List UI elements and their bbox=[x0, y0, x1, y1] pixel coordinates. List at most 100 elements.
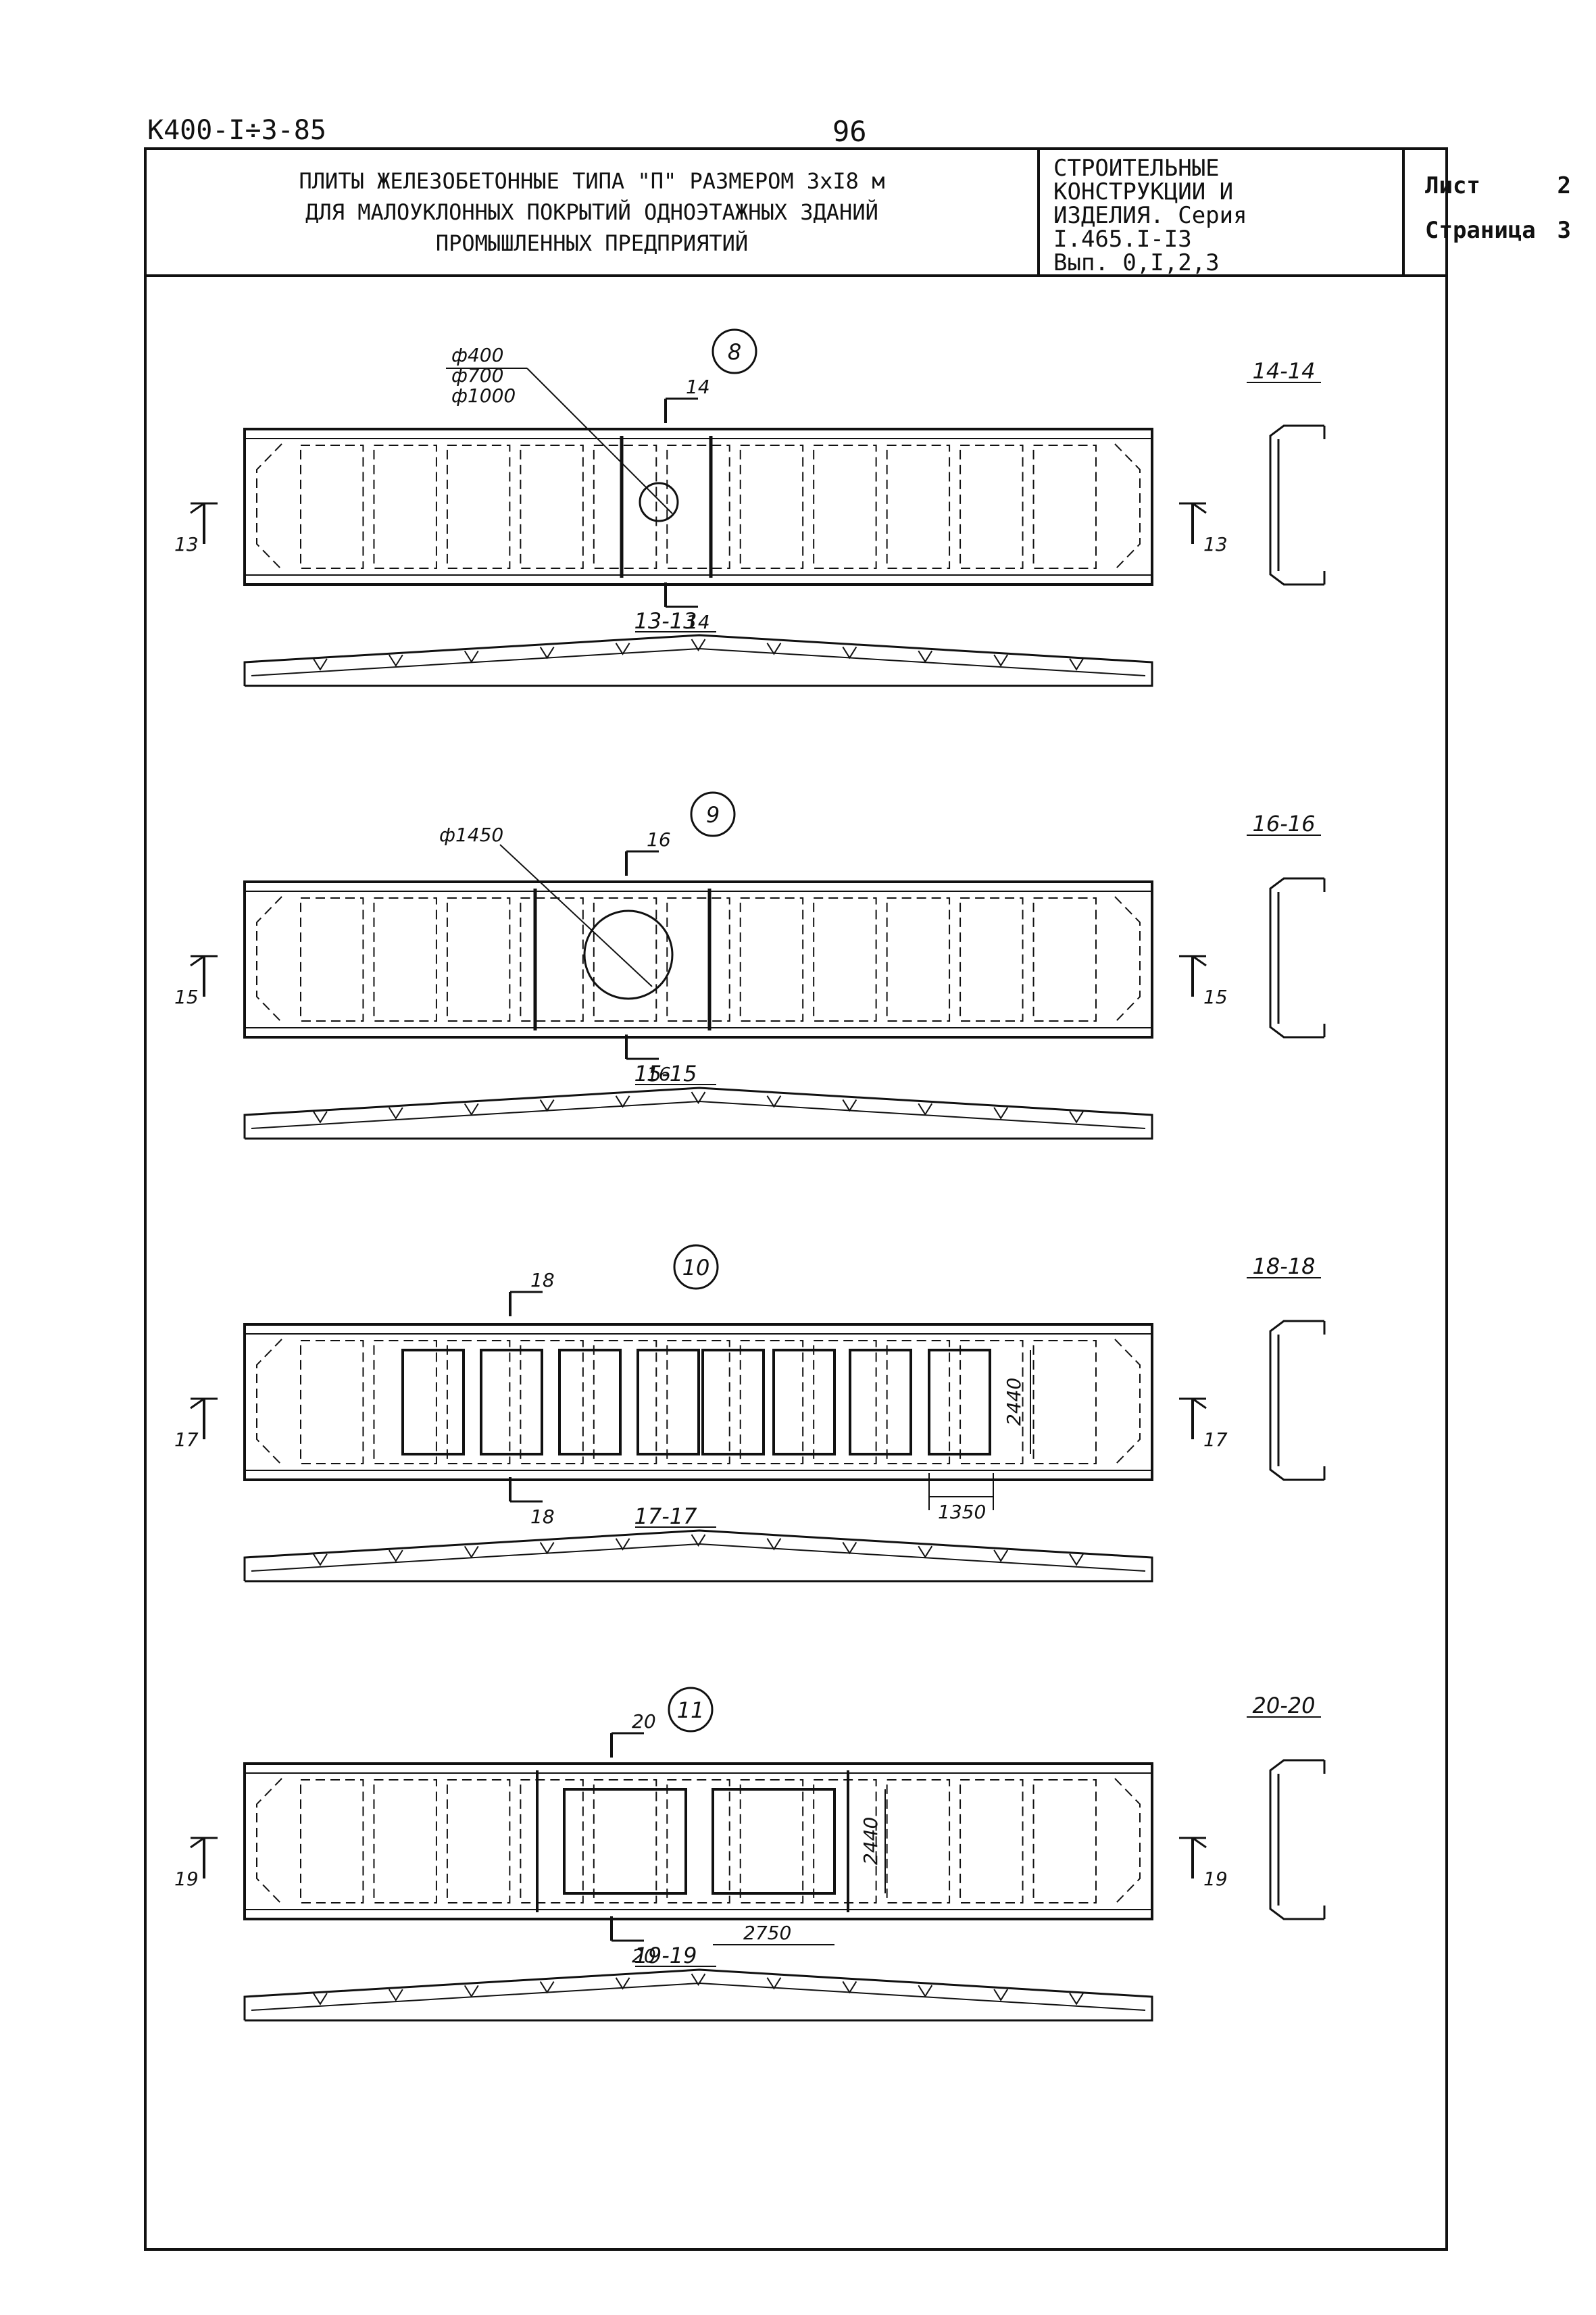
plan-cell bbox=[300, 897, 364, 1022]
long-section-outline bbox=[243, 634, 1153, 687]
side-mark-label: 19 bbox=[174, 1868, 199, 1890]
panel-number: 11 bbox=[677, 1697, 705, 1723]
plan-cell bbox=[446, 1779, 511, 1903]
opening-rect bbox=[401, 1349, 465, 1455]
panel-number: 10 bbox=[682, 1255, 710, 1280]
dimension-label: 2440 bbox=[1003, 1378, 1025, 1426]
plan-cell bbox=[666, 1340, 730, 1464]
sheet-cell: Лист 2 Страница 3 bbox=[1402, 150, 1580, 274]
long-section-title: 13-13 bbox=[634, 608, 697, 634]
panel-number-circle: 11 bbox=[668, 1687, 714, 1733]
side-section-mark: 17 bbox=[1179, 1397, 1228, 1451]
section-mark-label: 16 bbox=[647, 828, 671, 851]
plan-outline bbox=[243, 1762, 1153, 1920]
section-rib-notch bbox=[1069, 1993, 1084, 2006]
section-rib-notch bbox=[842, 646, 857, 659]
plan-cell bbox=[446, 445, 511, 569]
section-mark: 16 bbox=[625, 828, 671, 876]
series-line: I.465.I-I3 bbox=[1053, 226, 1192, 253]
plan-cell bbox=[593, 1340, 657, 1464]
section-mark: 20 bbox=[610, 1710, 656, 1758]
section-rib-notch bbox=[993, 654, 1009, 667]
side-mark-label: 13 bbox=[174, 533, 199, 555]
section-rib-notch bbox=[539, 1099, 555, 1112]
long-section-inner bbox=[251, 1100, 1146, 1129]
plan-cell bbox=[593, 445, 657, 569]
long-section-outline bbox=[243, 1529, 1153, 1583]
long-section-inner bbox=[251, 1982, 1146, 2011]
section-rib-notch bbox=[615, 1977, 630, 1990]
section-mark: 18 bbox=[509, 1269, 555, 1316]
section-mark: 14 bbox=[664, 376, 710, 423]
plan-cell bbox=[813, 1340, 877, 1464]
plan-outline bbox=[243, 880, 1153, 1039]
title-line: ПЛИТЫ ЖЕЛЕЗОБЕТОННЫЕ ТИПА "П" РАЗМЕРОМ 3… bbox=[299, 168, 885, 194]
title-line: ПРОМЫШЛЕННЫХ ПРЕДПРИЯТИЙ bbox=[435, 230, 749, 256]
dimension-label: 2440 bbox=[859, 1817, 882, 1865]
end-rib-right bbox=[1114, 1339, 1141, 1466]
plan-cell bbox=[593, 897, 657, 1022]
series-line: КОНСТРУКЦИИ И bbox=[1053, 178, 1234, 205]
section-mark-label: 20 bbox=[632, 1710, 656, 1733]
end-rib-left bbox=[256, 1778, 282, 1905]
section-rib-notch bbox=[1069, 658, 1084, 671]
opening-rect bbox=[928, 1349, 991, 1455]
section-mark-label: 16 bbox=[647, 1063, 671, 1085]
document-code: К400-I÷3-85 bbox=[147, 115, 326, 146]
plan-cell bbox=[300, 1340, 364, 1464]
section-rib-notch bbox=[313, 1553, 328, 1566]
panel-number-circle: 8 bbox=[712, 328, 757, 374]
side-mark-label: 17 bbox=[174, 1428, 199, 1451]
side-mark-label: 13 bbox=[1203, 533, 1228, 555]
plan-cell bbox=[813, 445, 877, 569]
page-row: Страница 3 bbox=[1425, 208, 1571, 253]
section-rib-notch bbox=[388, 1107, 403, 1120]
sheet-row: Лист 2 bbox=[1425, 164, 1571, 208]
opening-rect bbox=[637, 1349, 700, 1455]
panel-number: 8 bbox=[728, 339, 741, 365]
panel-number-ring bbox=[668, 1687, 714, 1733]
panel-number-ring bbox=[712, 328, 757, 374]
section-rib-notch bbox=[539, 1981, 555, 1994]
panel-number-ring bbox=[673, 1244, 719, 1290]
section-mark-label: 20 bbox=[632, 1945, 656, 1967]
side-mark-arrow bbox=[190, 1397, 205, 1410]
section-mark: 20 bbox=[610, 1916, 656, 1967]
plan-cell bbox=[886, 1340, 951, 1464]
side-mark-arrow bbox=[190, 1837, 205, 1849]
plan-cell bbox=[739, 897, 804, 1022]
section-rib-notch bbox=[464, 1103, 479, 1116]
section-rib-notch bbox=[691, 1091, 706, 1104]
page-number: 96 bbox=[832, 115, 867, 148]
section-rib-notch bbox=[842, 1981, 857, 1994]
section-rib-notch bbox=[388, 1989, 403, 2001]
dimension-label: ф400 bbox=[451, 344, 503, 366]
dimension-label: ф700 bbox=[451, 364, 503, 387]
document-title: ПЛИТЫ ЖЕЛЕЗОБЕТОННЫЕ ТИПА "П" РАЗМЕРОМ 3… bbox=[147, 150, 1037, 274]
plan-cell bbox=[1032, 445, 1097, 569]
side-mark-label: 15 bbox=[1203, 986, 1228, 1008]
plan-cell bbox=[959, 897, 1024, 1022]
plan-outline bbox=[243, 428, 1153, 586]
opening-rect bbox=[563, 1788, 687, 1895]
cross-section-title: 18-18 bbox=[1253, 1253, 1316, 1279]
dimension-label: ф1000 bbox=[451, 384, 516, 407]
side-mark-label: 19 bbox=[1203, 1868, 1228, 1890]
section-mark-label: 18 bbox=[530, 1505, 555, 1528]
section-rib-notch bbox=[842, 1099, 857, 1112]
plan-cell bbox=[886, 897, 951, 1022]
plan-cell bbox=[300, 1779, 364, 1903]
plan-cell bbox=[446, 1340, 511, 1464]
dimension-leader bbox=[526, 368, 673, 514]
side-section-mark: 15 bbox=[174, 955, 218, 1008]
plan-cell bbox=[813, 1779, 877, 1903]
section-mark: 14 bbox=[664, 582, 710, 633]
series-line: СТРОИТЕЛЬНЫЕ bbox=[1053, 155, 1220, 182]
panel-number-circle: 9 bbox=[690, 791, 736, 837]
opening-rect bbox=[701, 1349, 765, 1455]
section-rib-notch bbox=[615, 1095, 630, 1108]
title-block: ПЛИТЫ ЖЕЛЕЗОБЕТОННЫЕ ТИПА "П" РАЗМЕРОМ 3… bbox=[144, 147, 1571, 277]
side-section-mark: 17 bbox=[174, 1397, 218, 1451]
long-section-title: 17-17 bbox=[634, 1503, 698, 1529]
